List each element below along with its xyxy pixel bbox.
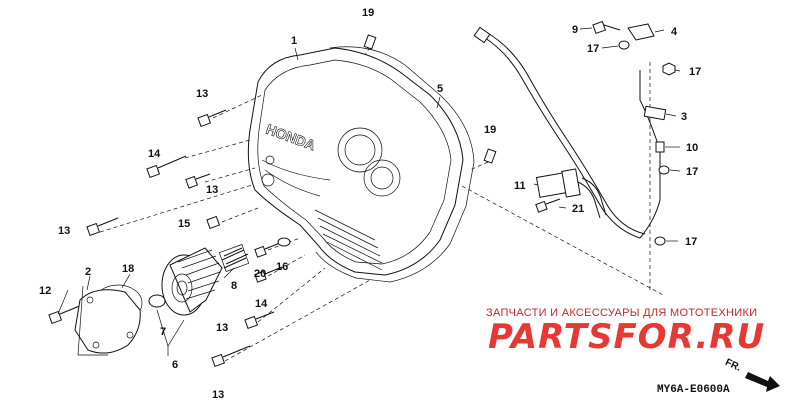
label-13a: 13: [196, 88, 208, 100]
oil-filter-cover: [74, 289, 141, 354]
bolts: [48, 34, 497, 368]
label-13b: 13: [206, 184, 218, 196]
bolt-13d: [244, 311, 275, 330]
label-19a: 19: [362, 7, 374, 19]
label-6: 6: [172, 359, 178, 371]
group-brackets: [77, 285, 185, 356]
label-13e: 13: [212, 389, 224, 400]
bolt-13c: [86, 217, 119, 237]
label-17d: 17: [685, 236, 697, 248]
part-number-labels: 1 2 3 4 5 6 7 8 9 10 11 12 13 13 13 13 1…: [39, 7, 701, 400]
label-leaders: [57, 27, 681, 315]
washer-16: [277, 237, 291, 247]
label-4: 4: [671, 26, 678, 38]
pin-19a: [363, 34, 377, 50]
bolt-13e: [211, 345, 251, 368]
bolt-13a: [197, 109, 227, 128]
bolt-20: [254, 242, 281, 258]
pin-19b: [483, 148, 497, 164]
label-14a: 14: [148, 148, 161, 160]
crankcase-cover: HONDA: [247, 47, 464, 276]
label-15: 15: [178, 218, 190, 230]
bolt-14b: [254, 266, 283, 283]
label-19b: 19: [484, 124, 496, 136]
label-16: 16: [276, 261, 288, 273]
label-21: 21: [572, 203, 584, 215]
label-14b: 14: [255, 298, 268, 310]
label-17b: 17: [689, 66, 701, 78]
label-10: 10: [686, 142, 698, 154]
leader-lines: [99, 46, 666, 362]
label-3: 3: [681, 111, 687, 123]
bolt-14a: [146, 155, 187, 179]
sensor-switch: [535, 168, 607, 219]
label-11: 11: [514, 180, 526, 192]
label-13d: 13: [216, 322, 228, 334]
watermark-tagline: ЗАПЧАСТИ И АКСЕССУАРЫ ДЛЯ МОТОТЕХНИКИ: [486, 307, 758, 319]
bolt-13b: [185, 173, 211, 189]
label-18: 18: [122, 263, 134, 275]
o-ring: [148, 294, 166, 308]
label-17c: 17: [686, 166, 698, 178]
label-7: 7: [160, 326, 166, 338]
label-5: 5: [437, 83, 443, 95]
switch-wire-harness: [473, 26, 661, 239]
oil-filter: [161, 247, 223, 316]
oil-filter-spring: [218, 244, 250, 272]
label-9: 9: [572, 24, 578, 36]
label-13c: 13: [58, 225, 70, 237]
upper-bracket-parts: [592, 20, 676, 246]
label-17a: 17: [587, 43, 599, 55]
label-8: 8: [231, 280, 237, 292]
label-2: 2: [85, 266, 91, 278]
watermark-logo: PARTSFOR.RU: [488, 317, 766, 357]
label-12: 12: [39, 285, 51, 297]
label-1: 1: [291, 35, 297, 47]
diagram-code: MY6A-E0600A: [657, 384, 730, 396]
bolt-15: [206, 215, 221, 230]
screw-21: [535, 198, 561, 213]
front-arrow-icon: [745, 372, 780, 392]
label-20: 20: [254, 268, 266, 280]
bolt-12: [48, 304, 83, 325]
cover-gasket: [315, 46, 475, 283]
